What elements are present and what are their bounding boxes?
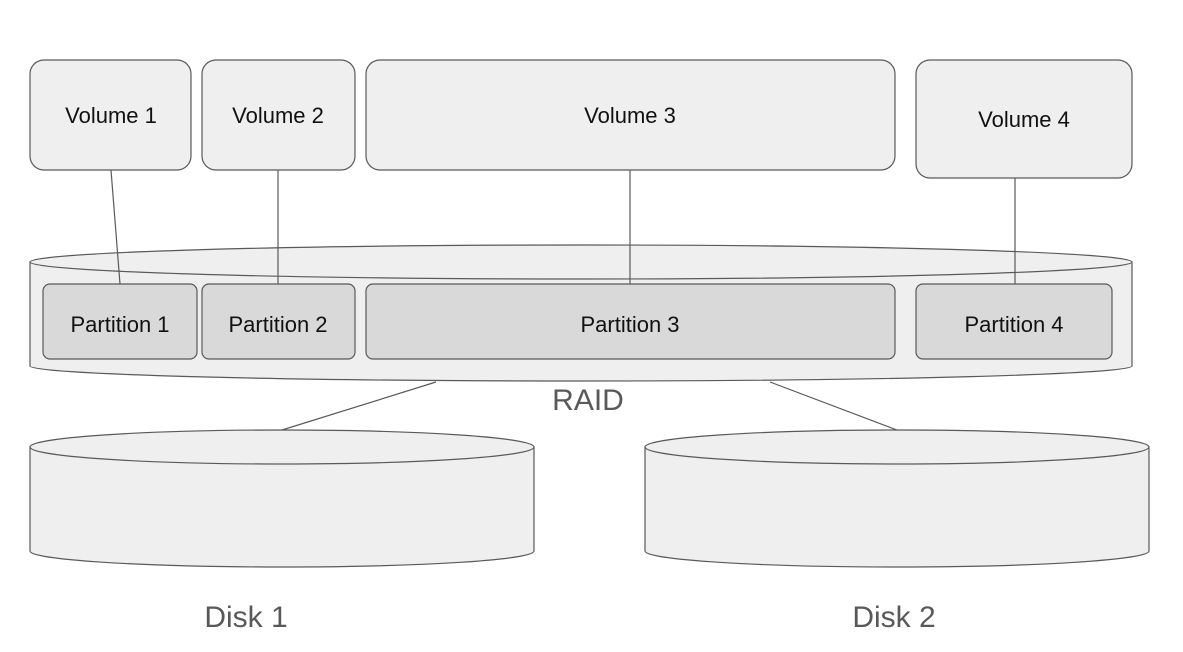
volume-1-label: Volume 1 [65, 103, 157, 128]
volume-2-label: Volume 2 [232, 103, 324, 128]
disk-2-cylinder [644, 429, 1150, 568]
volume-1-box [29, 59, 192, 171]
disk-1-label: Disk 1 [204, 601, 287, 634]
partition-4-label: Partition 4 [964, 312, 1063, 337]
partition-3-label: Partition 3 [580, 312, 679, 337]
volume-3-label: Volume 3 [584, 103, 676, 128]
disk-1-cylinder [29, 429, 535, 568]
raid-disk-1-connector [281, 381, 437, 431]
raid-label: RAID [552, 384, 624, 417]
volume-1-partition-1-connector [110, 169, 121, 285]
volume-4-box [915, 59, 1133, 179]
partition-4-box [915, 283, 1113, 360]
partition-2-label: Partition 2 [228, 312, 327, 337]
disk-2-label: Disk 2 [852, 601, 935, 634]
partition-1-label: Partition 1 [70, 312, 169, 337]
volume-4-label: Volume 4 [978, 107, 1070, 132]
raid-disk-2-connector [769, 381, 898, 431]
